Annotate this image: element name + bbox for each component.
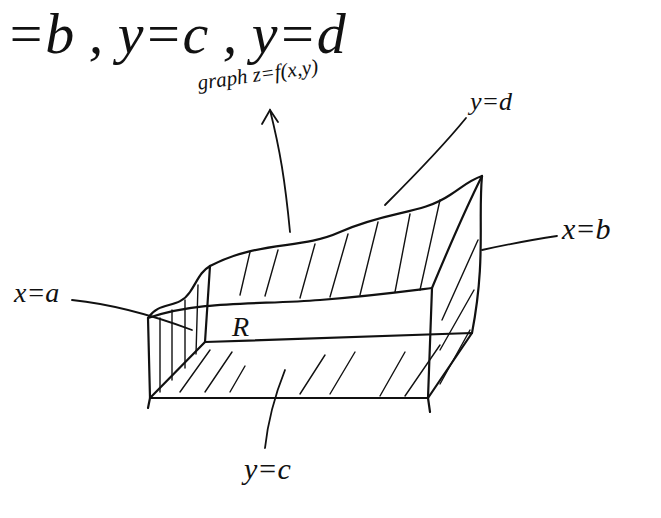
plane-label: y=c <box>244 452 291 485</box>
leader-lines <box>72 110 557 448</box>
equation-heading: =b , y=c , y=d <box>6 2 346 66</box>
plane-label: y=d <box>470 88 512 117</box>
hatching <box>160 200 478 396</box>
surface-back-edge <box>210 176 482 266</box>
base-region <box>150 333 472 398</box>
plane-label: x=a <box>14 278 59 309</box>
right-front-edge <box>428 288 432 398</box>
left-face <box>148 266 210 398</box>
region-label: R <box>232 312 249 343</box>
plane-label: x=b <box>562 212 611 245</box>
right-top-edge <box>432 176 482 288</box>
right-back-edge <box>472 176 482 333</box>
base-edge <box>148 398 430 412</box>
surface-front-edge <box>148 288 432 318</box>
